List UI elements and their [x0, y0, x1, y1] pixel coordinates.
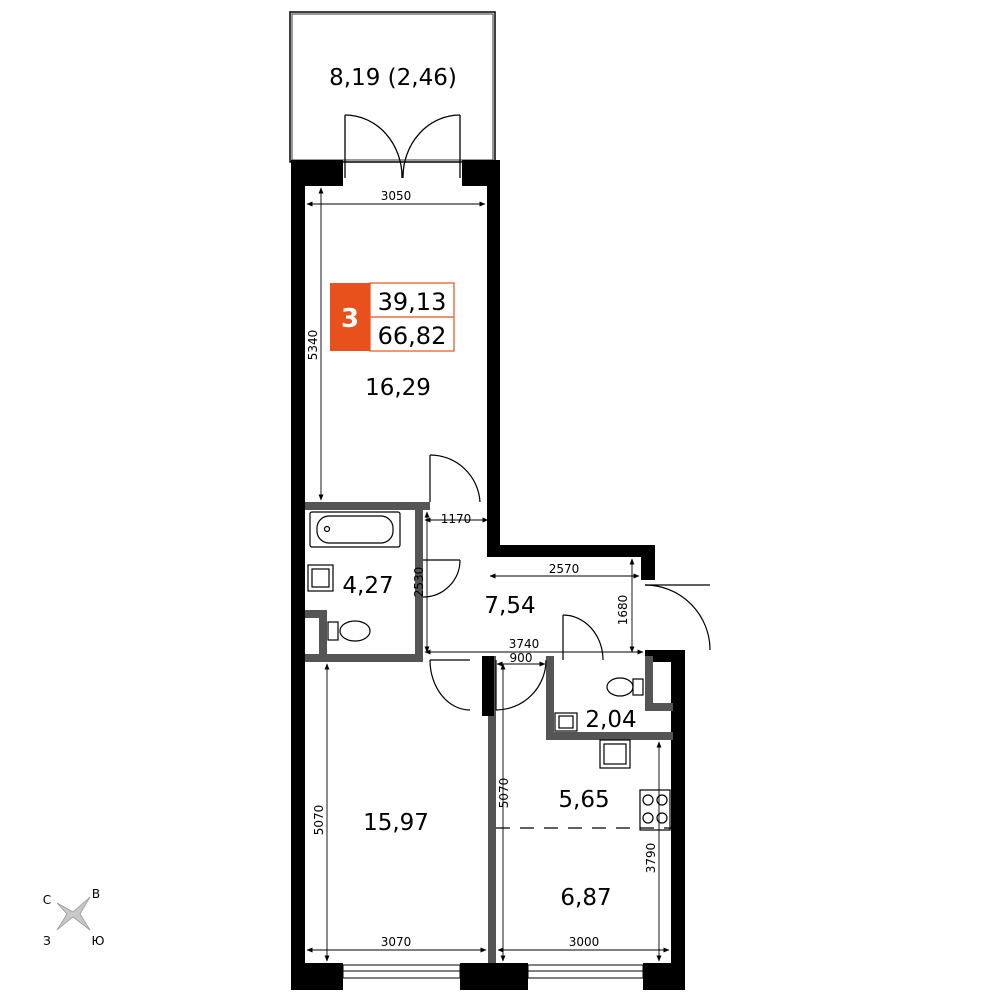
stove [639, 789, 671, 831]
bedroom-area: 15,97 [363, 810, 429, 836]
balcony-area: 8,19 (2,46) [329, 65, 457, 91]
doors[interactable] [422, 454, 711, 711]
balcony [289, 11, 496, 163]
toilet [327, 620, 371, 642]
wc-toilet [606, 677, 644, 697]
compass-east: В [92, 887, 100, 901]
partitions [305, 502, 673, 963]
badge-total-area: 66,82 [378, 322, 447, 350]
dim-top-height: 5340 [306, 330, 320, 361]
compass-north: С [43, 893, 51, 907]
dim-top-width: 3050 [381, 189, 412, 203]
dim-kitchen-sub-height: 3790 [644, 843, 658, 874]
compass: С В З Ю [43, 887, 105, 948]
kitchen-sink [599, 739, 631, 769]
dining-zone-area: 6,87 [560, 885, 611, 911]
dim-hall-width: 2570 [549, 562, 580, 576]
dim-bedroom-width: 3070 [381, 935, 412, 949]
dim-kitchen-width: 3000 [569, 935, 600, 949]
sink [307, 564, 334, 592]
apartment-badge: 3 39,13 66,82 [330, 282, 455, 352]
hall-area: 7,54 [484, 593, 535, 619]
dim-hall-length: 3740 [509, 637, 540, 651]
dim-bath-door: 1170 [441, 512, 472, 526]
balcony-door[interactable] [344, 114, 461, 179]
bathroom-area: 4,27 [342, 573, 393, 599]
dim-wc-width: 900 [510, 651, 533, 665]
dim-hall-height: 1680 [616, 595, 630, 626]
dim-kitchen-height: 5070 [497, 778, 511, 809]
badge-living-area: 39,13 [378, 288, 447, 316]
dimension-lines [306, 187, 670, 962]
exterior-walls [291, 160, 685, 990]
windows [342, 964, 644, 979]
compass-west: З [43, 934, 51, 948]
wc-sink [554, 712, 578, 732]
wc-area: 2,04 [585, 707, 636, 733]
compass-south: Ю [92, 934, 105, 948]
dim-bedroom-height: 5070 [312, 805, 326, 836]
wall-stub [482, 656, 494, 716]
badge-rooms: 3 [341, 304, 359, 334]
kitchen-zone-area: 5,65 [558, 787, 609, 813]
bathtub [309, 511, 401, 548]
living-room-area: 16,29 [365, 375, 431, 401]
dim-bath-height: 2530 [412, 567, 426, 598]
